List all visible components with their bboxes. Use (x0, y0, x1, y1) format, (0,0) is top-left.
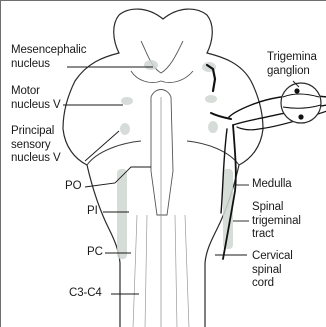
label-cervical-spinal-cord: Cervical spinal cord (252, 250, 293, 291)
principal-branch (211, 113, 231, 119)
motor-nucleus-left (121, 97, 133, 105)
label-medulla: Medulla (252, 178, 292, 192)
colliculi-outline (131, 41, 193, 83)
brainstem-outline (63, 9, 263, 327)
spinal-nucleus-left (117, 169, 127, 259)
label-mesencephalic-nucleus: Mesencephalic nucleus (11, 44, 86, 71)
label-trigeminal-ganglion: Trigemina ganglion (267, 51, 317, 78)
label-motor-nucleus-v: Motor nucleus V (11, 85, 61, 112)
label-po: PO (65, 180, 81, 194)
principal-sensory-right (208, 121, 218, 133)
label-spinal-trigeminal-tract: Spinal trigeminal tract (252, 201, 301, 242)
ganglion-cell (294, 88, 299, 93)
label-c3-c4: C3-C4 (69, 287, 102, 301)
label-pi: PI (87, 205, 98, 219)
label-pc: PC (87, 246, 103, 260)
fourth-ventricle (151, 90, 173, 216)
principal-sensory-left (120, 123, 130, 135)
mesencephalic-nucleus-left (144, 60, 158, 70)
label-principal-sensory-nucleus-v: Principal sensory nucleus V (11, 125, 61, 166)
ganglion-cell (298, 114, 303, 119)
motor-nucleus-right (205, 95, 217, 103)
peduncle-curve (87, 141, 239, 165)
leader-principal-sensory (85, 131, 119, 161)
